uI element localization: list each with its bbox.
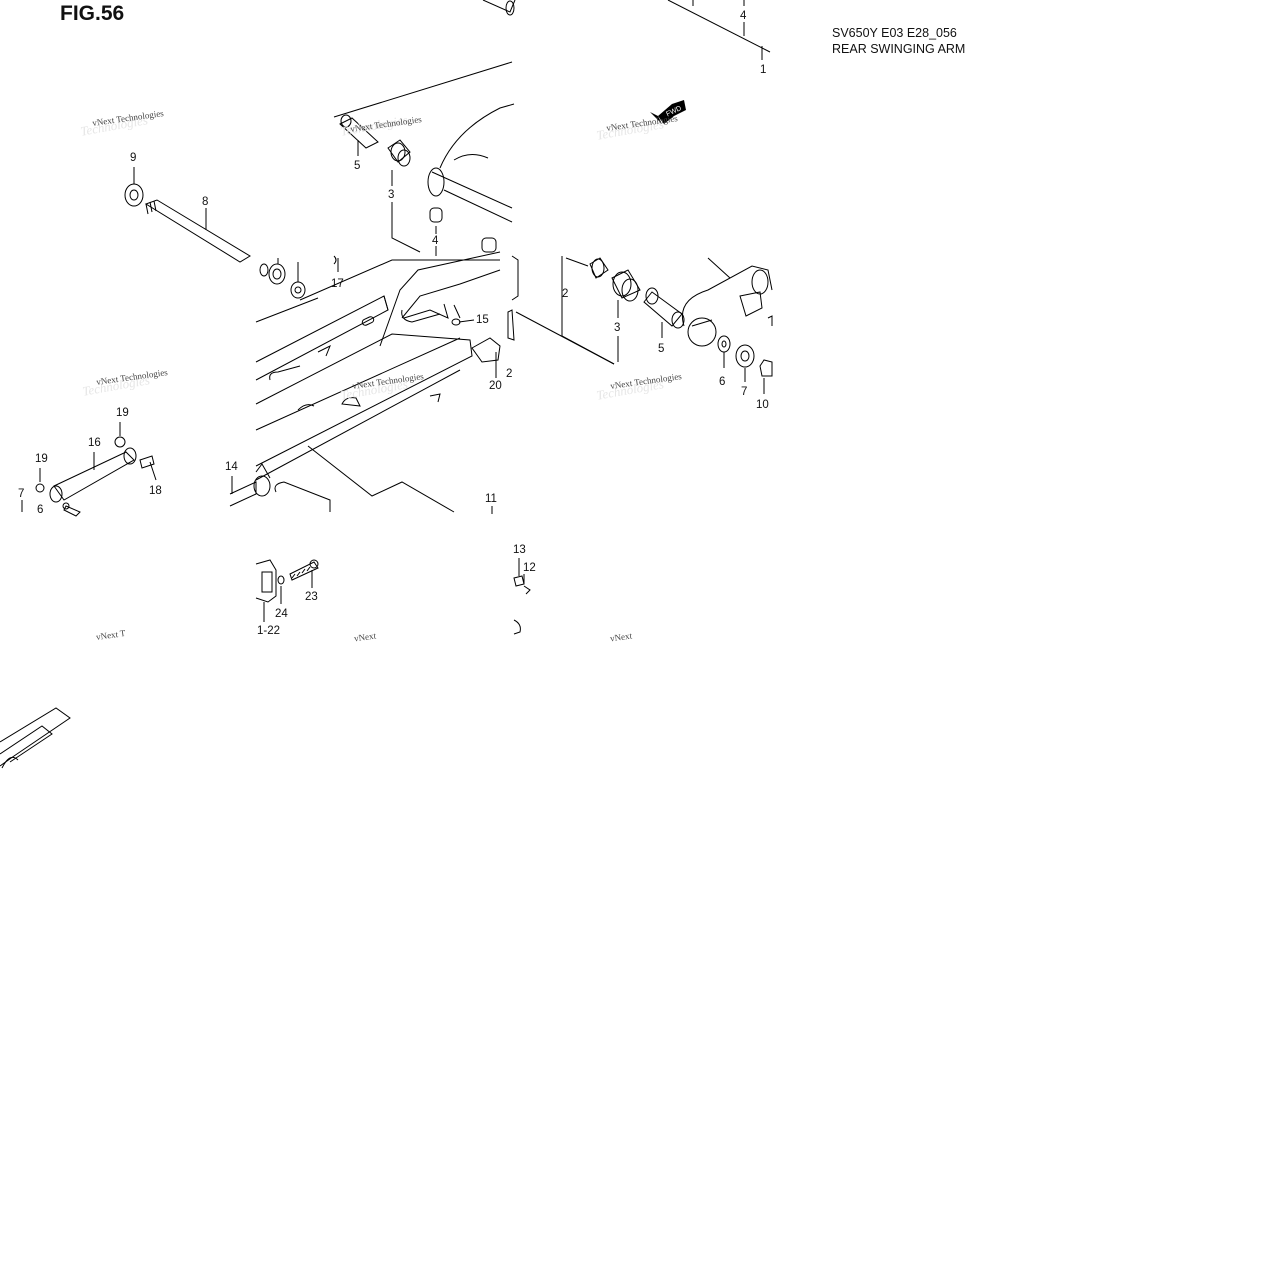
callout-2-right: 2 [562, 288, 569, 300]
right-bushings [515, 256, 773, 394]
callout-18: 18 [149, 485, 162, 497]
callout-3-right: 3 [614, 322, 621, 334]
upper-bushings [333, 61, 513, 256]
callout-6-right: 6 [719, 376, 726, 388]
callout-5-upper: 5 [354, 160, 361, 172]
chain-guide [255, 558, 531, 635]
swing-arm-body [229, 103, 519, 514]
model-block: SV650Y E03 E28_056 REAR SWINGING ARM [832, 25, 965, 57]
callout-20: 20 [489, 380, 502, 392]
callout-1: 1 [760, 64, 767, 76]
callout-7-left: 7 [18, 488, 25, 500]
callout-19-upper: 19 [116, 407, 129, 419]
callout-16: 16 [88, 437, 101, 449]
torque-link [21, 422, 157, 517]
callout-3-upper: 3 [388, 189, 395, 201]
callout-4-mid: 4 [432, 235, 439, 247]
callout-9: 9 [130, 152, 137, 164]
callout-11: 11 [485, 493, 497, 505]
model-name: REAR SWINGING ARM [832, 42, 966, 56]
callout-10: 10 [756, 399, 769, 411]
callout-14: 14 [225, 461, 238, 473]
callout-23: 23 [305, 591, 318, 603]
callout-4-top: 4 [740, 10, 747, 22]
lower-left-fragment [0, 707, 71, 769]
callout-12: 12 [523, 562, 536, 574]
callout-2-mid: 2 [506, 368, 513, 380]
callout-5-right: 5 [658, 343, 665, 355]
callout-15: 15 [476, 314, 489, 326]
figure-title: FIG.56 [60, 2, 125, 25]
model-code: SV650Y E03 E28_056 [832, 26, 957, 40]
bolt-15 [451, 318, 475, 326]
top-fragment [482, 0, 771, 60]
callout-8: 8 [202, 196, 209, 208]
callout-24: 24 [275, 608, 288, 620]
callout-17: 17 [331, 278, 344, 290]
callout-6-left: 6 [37, 504, 44, 516]
callout-1-22: 1-22 [257, 625, 281, 637]
callout-7-right: 7 [741, 386, 748, 398]
callout-13: 13 [513, 544, 526, 556]
callout-19-left: 19 [35, 453, 48, 465]
pivot-shaft [124, 167, 339, 323]
